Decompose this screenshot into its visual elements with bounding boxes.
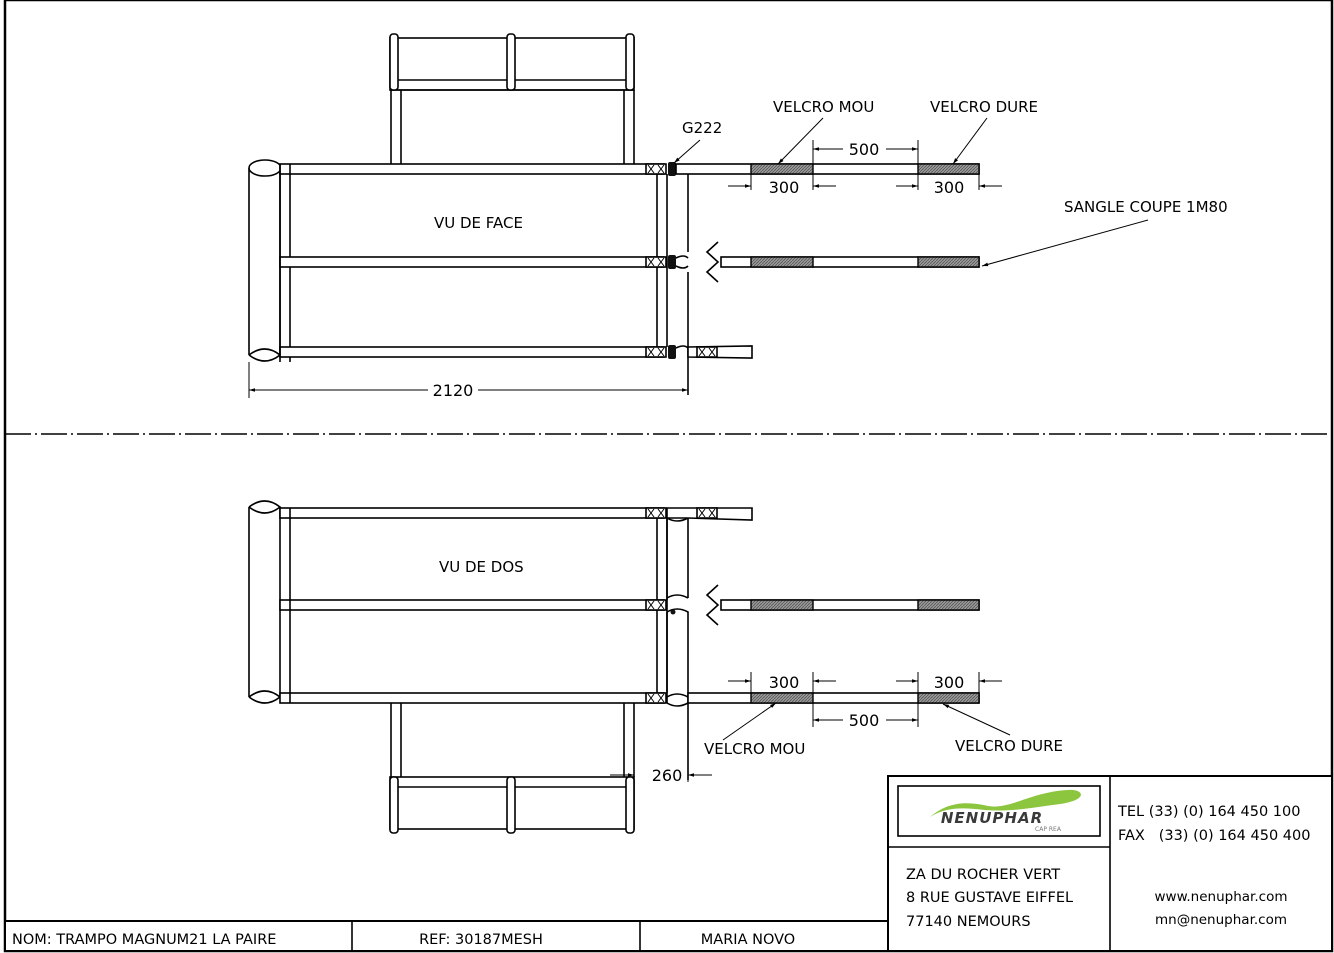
dim-gap-label: 500 [849, 140, 880, 159]
drawing-name: NOM: TRAMPO MAGNUM21 LA PAIRE [12, 932, 276, 948]
dim-mou-label-back: 300 [769, 673, 800, 692]
front-strap-middle [705, 241, 980, 283]
dim-mou-label: 300 [769, 178, 800, 197]
drawing-ref: REF: 30187MESH [419, 932, 543, 948]
back-view: 300 300 500 260 VELCRO MOU VELCRO DURE V… [248, 500, 1063, 834]
name-strip: NOM: TRAMPO MAGNUM21 LA PAIRE REF: 30187… [4, 920, 889, 952]
website-link[interactable]: www.nenuphar.com [1155, 889, 1288, 905]
back-strap-bottom [687, 692, 980, 704]
front-left-roll [248, 159, 282, 362]
company-logo: NENUPHAR CAP REA [897, 785, 1101, 837]
dim-offset-label: 260 [652, 766, 683, 785]
tel-number: TEL (33) (0) 164 450 100 [1117, 804, 1300, 820]
velcro-dure-patch [917, 163, 980, 175]
dim-dure-label-back: 300 [934, 673, 965, 692]
label-sangle: SANGLE COUPE 1M80 [1064, 198, 1228, 216]
label-velcro-mou-front: VELCRO MOU [773, 98, 874, 116]
address-line-1: ZA DU ROCHER VERT [906, 867, 1060, 883]
view-title-front: VU DE FACE [434, 214, 523, 232]
back-strap-top [666, 507, 753, 521]
label-g222: G222 [682, 119, 722, 137]
email-link[interactable]: mn@nenuphar.com [1155, 912, 1287, 928]
label-velcro-dure-back: VELCRO DURE [955, 737, 1063, 755]
dim-gap-label-back: 500 [849, 711, 880, 730]
label-velcro-dure-front: VELCRO DURE [930, 98, 1038, 116]
logo-leaf-icon [930, 789, 1081, 817]
label-velcro-mou-back: VELCRO MOU [704, 740, 805, 758]
back-left-roll [248, 500, 282, 704]
back-buckles [645, 507, 676, 704]
front-buckles [645, 162, 689, 359]
logo-subtext: CAP REA [1035, 826, 1062, 833]
dim-back [610, 672, 1011, 782]
view-title-back: VU DE DOS [439, 558, 524, 576]
address-line-2: 8 RUE GUSTAVE EIFFEL [906, 890, 1073, 906]
title-block: NENUPHAR CAP REA TEL (33) (0) 164 450 10… [887, 775, 1333, 952]
back-backrest [389, 703, 635, 834]
logo-text: NENUPHAR [941, 809, 1043, 827]
front-strap-bottom [687, 345, 753, 359]
dim-length-label: 2120 [433, 381, 474, 400]
front-view: 2120 500 300 300 G222 VELCRO MOU VELCRO … [248, 33, 1228, 400]
fax-number: FAX (33) (0) 164 450 400 [1118, 828, 1310, 844]
back-strap-middle [705, 584, 980, 626]
dim-dure-label: 300 [934, 178, 965, 197]
front-backrest [389, 33, 635, 164]
velcro-mou-patch [750, 163, 814, 175]
address-line-3: 77140 NEMOURS [906, 914, 1031, 930]
dim-2120 [248, 362, 688, 398]
front-strap-top [675, 163, 980, 175]
drawing-author: MARIA NOVO [701, 932, 795, 948]
dim-500-front [728, 140, 1002, 190]
